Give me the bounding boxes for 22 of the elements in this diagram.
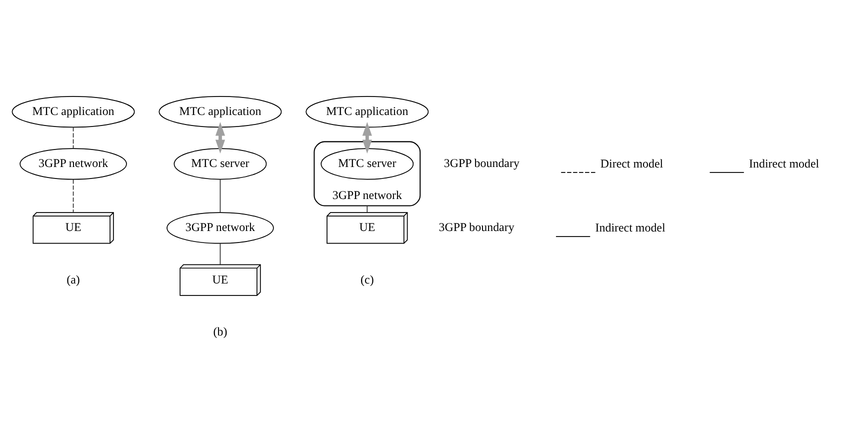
arrow [215,122,226,154]
legend-label: Indirect model [749,156,820,170]
connector [220,242,221,265]
node-ellipse: MTC application [158,96,282,128]
connector [220,179,221,213]
node-ellipse: 3GPP network [20,148,127,180]
arrow [362,122,372,154]
label: (a) [66,272,80,286]
legend-label: Indirect model [595,220,666,235]
node-ellipse: MTC server [320,148,414,180]
connector [72,126,74,149]
label: 3GPP boundary [444,156,520,170]
label: (c) [360,272,374,286]
node-ellipse: 3GPP network [166,212,274,244]
node-ellipse: MTC application [306,96,429,128]
legend-label: Direct model [600,156,664,170]
label: 3GPP boundary [438,220,514,234]
node-ellipse: MTC server [174,148,267,180]
node-ellipse: MTC application [12,96,135,128]
connector [72,179,74,213]
connector [366,205,368,213]
label: (b) [213,324,228,338]
